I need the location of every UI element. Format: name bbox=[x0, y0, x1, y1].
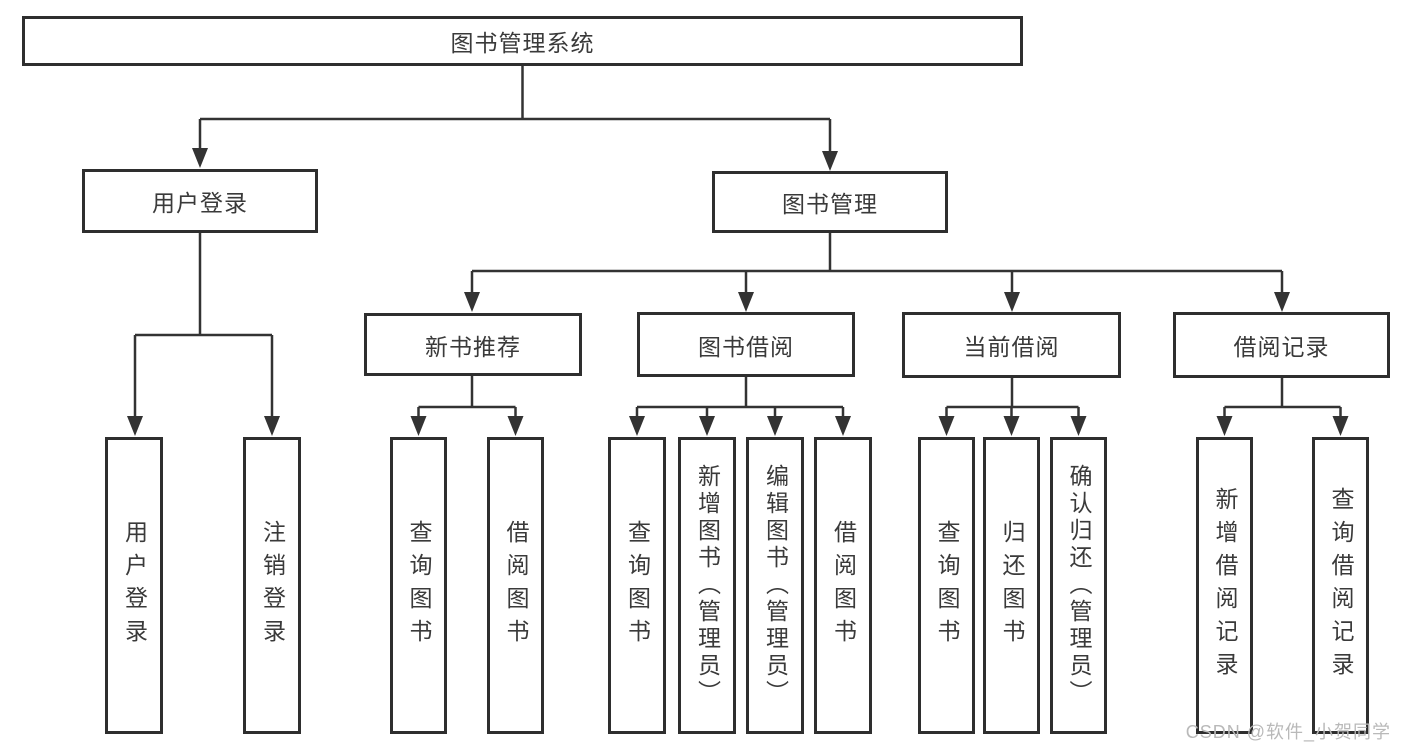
leaf-records-query: 查询借阅记录 bbox=[1312, 437, 1369, 734]
leaf-logout: 注销登录 bbox=[243, 437, 301, 734]
connector-paths bbox=[133, 66, 1342, 420]
leaf-current-confirm-label: 确认归还（管理员） bbox=[1066, 464, 1092, 707]
leaf-borrow-add: 新增图书（管理员） bbox=[678, 437, 736, 734]
node-book-borrow: 图书借阅 bbox=[637, 312, 855, 377]
leaf-borrow-borrow: 借阅图书 bbox=[814, 437, 872, 734]
leaf-current-confirm: 确认归还（管理员） bbox=[1050, 437, 1107, 734]
node-current-borrow: 当前借阅 bbox=[902, 312, 1121, 378]
leaf-borrow-add-label: 新增图书（管理员） bbox=[694, 464, 721, 707]
leaf-borrow-query: 查询图书 bbox=[608, 437, 666, 734]
node-current-borrow-label: 当前借阅 bbox=[963, 334, 1060, 360]
leaf-current-query: 查询图书 bbox=[918, 437, 975, 734]
node-user-login-label: 用户登录 bbox=[152, 190, 248, 216]
node-book-mgmt-label: 图书管理 bbox=[782, 191, 878, 217]
leaf-records-query-label: 查询借阅记录 bbox=[1328, 486, 1354, 685]
leaf-newbooks-borrow: 借阅图书 bbox=[487, 437, 544, 734]
leaf-current-query-label: 查询图书 bbox=[934, 519, 960, 652]
node-book-mgmt: 图书管理 bbox=[712, 171, 948, 233]
leaf-user-login: 用户登录 bbox=[105, 437, 163, 734]
leaf-records-add: 新增借阅记录 bbox=[1196, 437, 1253, 734]
node-borrow-records-label: 借阅记录 bbox=[1233, 334, 1330, 360]
leaf-current-return-label: 归还图书 bbox=[999, 519, 1025, 652]
leaf-borrow-query-label: 查询图书 bbox=[624, 519, 651, 652]
leaf-current-return: 归还图书 bbox=[983, 437, 1040, 734]
leaf-borrow-borrow-label: 借阅图书 bbox=[830, 519, 857, 652]
node-root-label: 图书管理系统 bbox=[450, 30, 595, 56]
node-root: 图书管理系统 bbox=[22, 16, 1023, 66]
node-user-login: 用户登录 bbox=[82, 169, 318, 233]
leaf-newbooks-query-label: 查询图书 bbox=[406, 519, 432, 652]
leaf-records-add-label: 新增借阅记录 bbox=[1212, 486, 1238, 685]
node-borrow-records: 借阅记录 bbox=[1173, 312, 1390, 378]
leaf-borrow-edit-label: 编辑图书（管理员） bbox=[762, 464, 789, 707]
node-new-books: 新书推荐 bbox=[364, 313, 582, 376]
arrow-down-icons bbox=[127, 148, 1349, 436]
leaf-user-login-label: 用户登录 bbox=[121, 519, 148, 652]
leaf-logout-label: 注销登录 bbox=[259, 519, 286, 652]
leaf-newbooks-query: 查询图书 bbox=[390, 437, 447, 734]
leaf-newbooks-borrow-label: 借阅图书 bbox=[503, 519, 529, 652]
csdn-watermark: CSDN @软件_小贺同学 bbox=[1185, 722, 1391, 742]
leaf-borrow-edit: 编辑图书（管理员） bbox=[746, 437, 804, 734]
node-new-books-label: 新书推荐 bbox=[425, 333, 521, 360]
node-book-borrow-label: 图书借阅 bbox=[698, 333, 794, 360]
